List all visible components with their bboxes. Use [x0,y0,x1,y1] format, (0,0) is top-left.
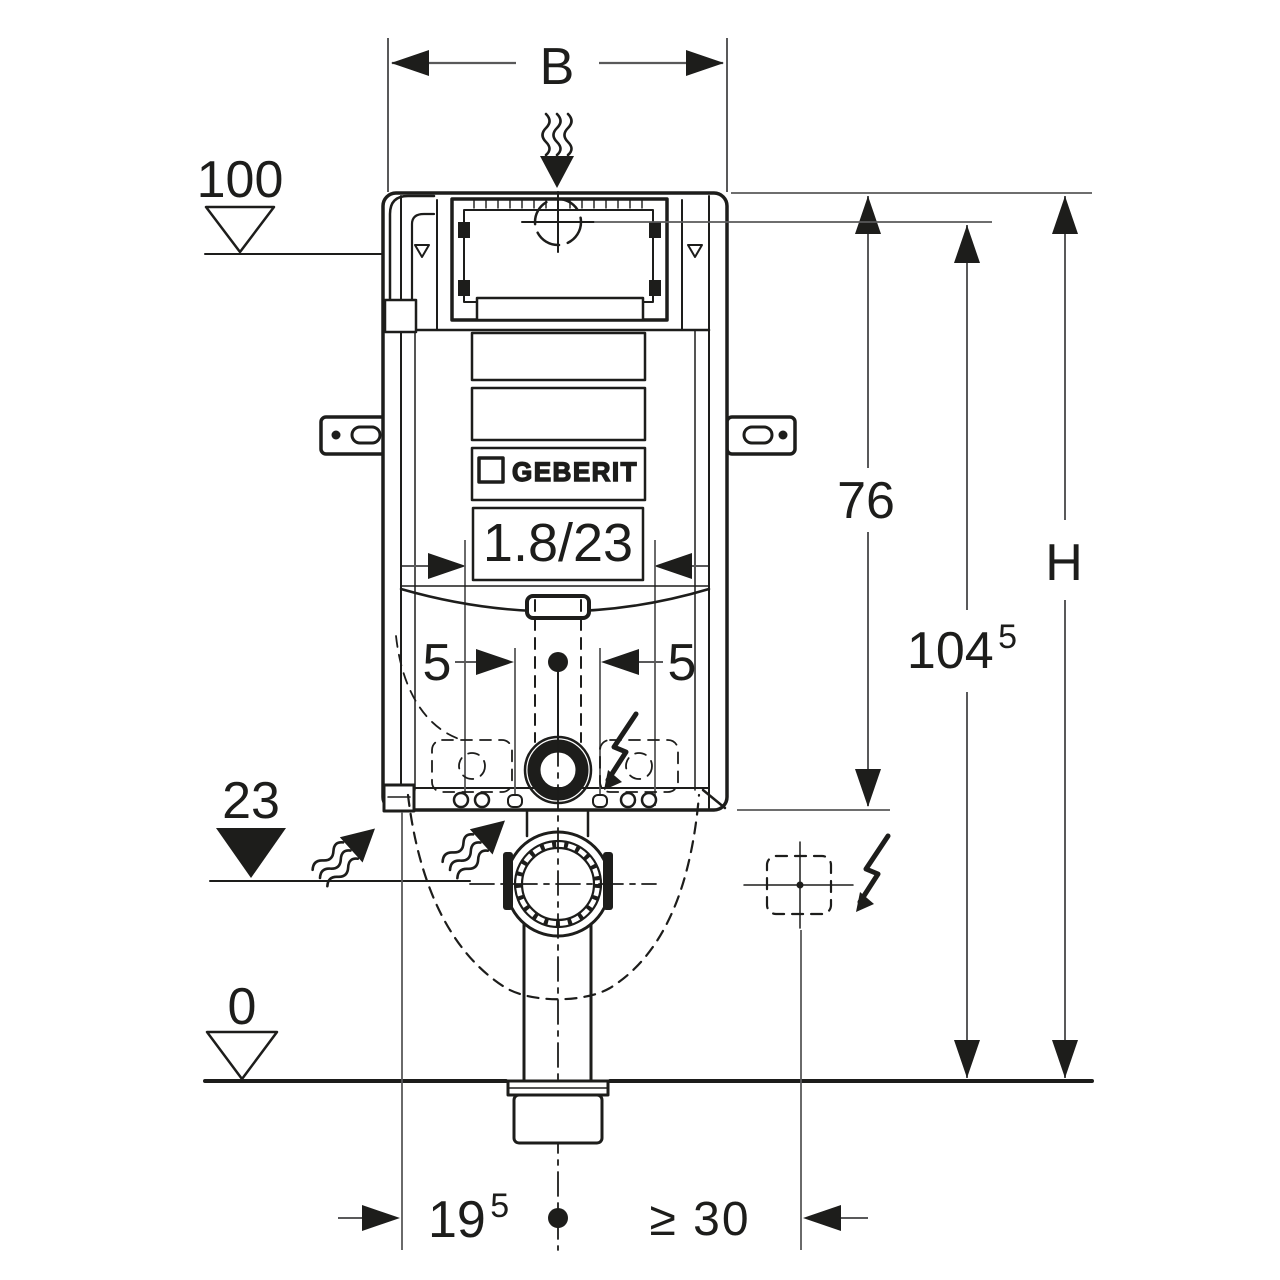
level-triangle-open-icon [205,1030,279,1081]
water-level-icon-left [414,244,430,258]
level-marker-100: 100 [197,151,387,255]
center-point-marker [548,1208,568,1228]
pipe-height-sup-label: 5 [998,618,1017,656]
pipe-height-label: 104 [907,622,994,680]
level-triangle-filled-icon [216,828,286,878]
dimension-offset-right: 5 [601,634,696,692]
level-23-label: 23 [222,772,280,830]
level-marker-0: 0 [205,978,279,1081]
filling-valve-pipe [383,194,436,334]
svg-text:19 5: 19 5 [428,1187,509,1249]
arrow-left-icon [391,50,429,76]
mounting-bracket-left [319,415,389,456]
dimension-flushbend-width [402,540,708,806]
electric-bolt-icon-wall [856,836,888,912]
offset-left-label: 5 [423,634,452,692]
total-height-label: H [1045,534,1083,592]
dimension-b-label: B [540,38,575,96]
geberit-logo-text: GEBERIT [512,457,638,487]
frame-bottom-rail [382,783,658,813]
frame-height-label: 76 [837,472,895,530]
geberit-logo-square-icon [477,456,505,484]
supply-offset-label: 19 [428,1191,486,1249]
min-clearance-label: ≥ 30 [649,1193,750,1246]
level-triangle-open-icon [204,205,276,254]
wc-bowl-outline-dashed [406,793,701,1001]
center-point-marker [548,652,568,672]
dimension-offset-left: 5 [423,634,514,692]
water-inflow-icon [538,112,576,190]
model-label: 1.8/23 [483,513,633,573]
level-marker-23: 23 [209,772,471,882]
drain-coupling [506,1079,610,1145]
dimension-frame-height-76: 76 [731,192,1092,811]
dimension-total-height-h: H [1045,196,1083,1078]
svg-text:104 5: 104 5 [907,618,1017,680]
geberit-logo: GEBERIT [477,456,638,488]
dimension-bottom-offsets: 19 5 ≥ 30 [338,812,868,1250]
level-0-label: 0 [228,978,257,1036]
flush-outflow-icon-left [307,814,388,892]
supply-offset-sup-label: 5 [490,1187,509,1225]
front-panels: GEBERIT 1.8/23 [470,331,647,582]
access-panel [399,585,711,620]
bowl-fixing-dashed [395,635,679,793]
offset-right-label: 5 [668,634,697,692]
electric-box [743,841,854,929]
drill-target-icon [521,191,595,253]
water-level-icon-right [687,244,703,258]
dimension-pipe-height-104: 104 5 [594,221,1017,1078]
dimension-width-b: B [387,38,728,192]
service-opening [414,191,703,331]
mounting-bracket-right [725,415,797,456]
level-100-label: 100 [197,151,284,209]
arrow-right-icon [686,50,724,76]
